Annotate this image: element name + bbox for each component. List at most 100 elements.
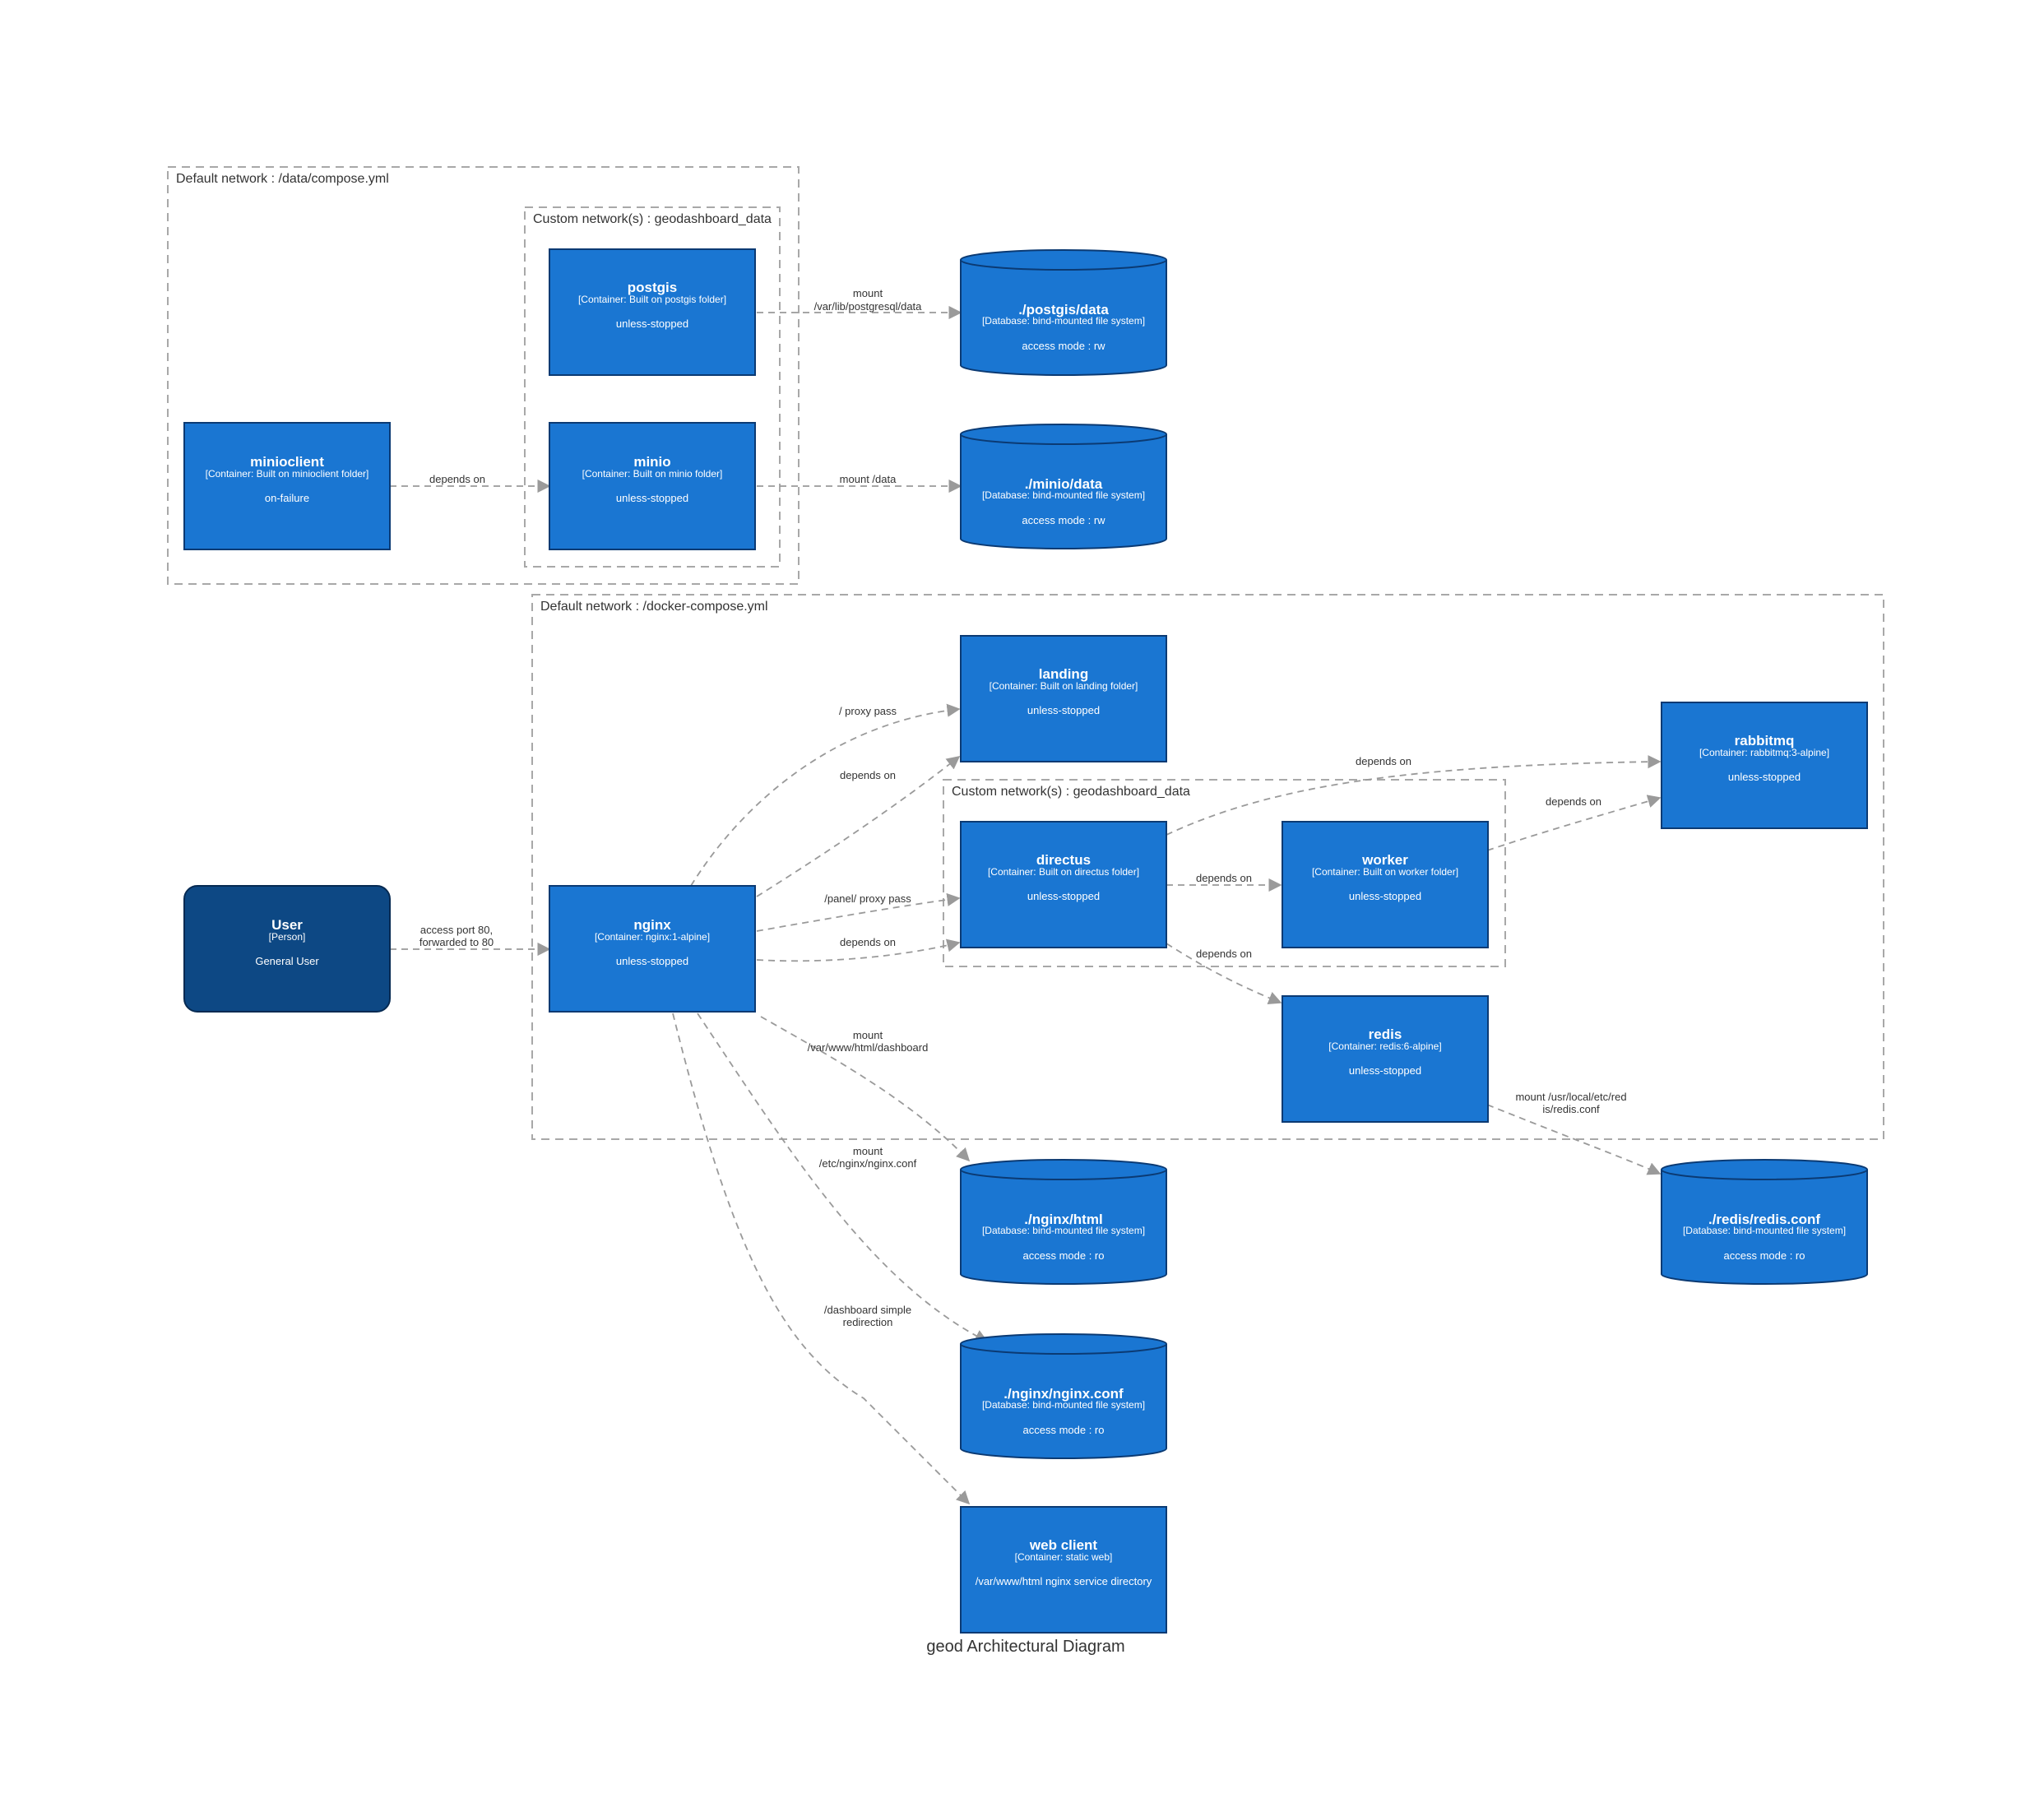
node-title: ./redis/redis.conf xyxy=(1708,1212,1820,1227)
node-db-nginx-conf[interactable]: ./nginx/nginx.conf [Database: bind-mount… xyxy=(960,1333,1167,1459)
boundary-data-custom-label: Custom network(s) : geodashboard_data xyxy=(533,212,772,226)
node-type: [Database: bind-mounted file system] xyxy=(1683,1225,1846,1236)
edge-label-line-1: depends on xyxy=(1196,948,1252,960)
node-type: [Container: Built on directus folder] xyxy=(988,866,1139,878)
diagram-caption: geod Architectural Diagram xyxy=(926,1638,1124,1656)
node-worker[interactable]: worker [Container: Built on worker folde… xyxy=(1282,821,1489,948)
node-landing[interactable]: landing [Container: Built on landing fol… xyxy=(960,635,1167,762)
node-db-minio-data[interactable]: ./minio/data [Database: bind-mounted fil… xyxy=(960,424,1167,549)
node-desc: access mode : ro xyxy=(1724,1249,1805,1262)
node-minioclient[interactable]: minioclient [Container: Built on miniocl… xyxy=(183,422,391,550)
edge-nginx-landing-depends: depends on xyxy=(756,755,961,897)
edge-label-line-1: mount xyxy=(853,1145,883,1157)
node-title: web client xyxy=(1029,1537,1098,1553)
node-db-nginx-html[interactable]: ./nginx/html [Database: bind-mounted fil… xyxy=(960,1159,1167,1285)
node-desc: unless-stopped xyxy=(616,955,688,967)
node-nginx[interactable]: nginx [Container: nginx:1-alpine] unless… xyxy=(549,885,756,1013)
node-desc: /var/www/html nginx service directory xyxy=(976,1575,1152,1587)
node-minio[interactable]: minio [Container: Built on minio folder]… xyxy=(549,422,756,550)
boundary-main-default-label: Default network : /docker-compose.yml xyxy=(540,600,768,614)
edge-nginx-landing-proxy: / proxy pass xyxy=(690,703,961,887)
edge-label-line-1: mount /data xyxy=(840,473,897,485)
node-desc: unless-stopped xyxy=(616,317,688,330)
edge-label-line-2: is/redis.conf xyxy=(1542,1103,1600,1115)
node-web-client[interactable]: web client [Container: static web] /var/… xyxy=(960,1506,1167,1634)
node-type: [Database: bind-mounted file system] xyxy=(982,1225,1145,1236)
node-desc: access mode : ro xyxy=(1023,1249,1105,1262)
node-type: [Database: bind-mounted file system] xyxy=(982,1399,1145,1411)
node-desc: unless-stopped xyxy=(1349,1064,1421,1077)
boundary-data-default-network: Default network : /data/compose.yml xyxy=(167,166,800,585)
node-desc: General User xyxy=(255,955,319,967)
node-rabbitmq[interactable]: rabbitmq [Container: rabbitmq:3-alpine] … xyxy=(1661,702,1868,829)
edge-redis-conf-mount: mount /usr/local/etc/red is/redis.conf xyxy=(1486,1091,1662,1175)
node-redis[interactable]: redis [Container: redis:6-alpine] unless… xyxy=(1282,995,1489,1123)
node-type: [Container: nginx:1-alpine] xyxy=(595,931,710,943)
node-title: landing xyxy=(1039,666,1088,682)
edge-label-line-1: mount xyxy=(853,287,883,299)
edge-directus-worker: depends on xyxy=(1166,872,1282,892)
edge-label-line-1: / proxy pass xyxy=(839,705,897,717)
node-type: [Container: Built on worker folder] xyxy=(1312,866,1458,878)
node-type: [Container: rabbitmq:3-alpine] xyxy=(1699,747,1829,758)
node-desc: unless-stopped xyxy=(1728,771,1801,783)
edge-label-line-1: mount /usr/local/etc/red xyxy=(1515,1091,1626,1103)
node-db-postgis-data[interactable]: ./postgis/data [Database: bind-mounted f… xyxy=(960,249,1167,376)
edge-nginx-directus-depends: depends on xyxy=(756,936,961,962)
node-title: rabbitmq xyxy=(1735,733,1795,748)
node-title: worker xyxy=(1361,852,1408,868)
node-title: User xyxy=(271,917,303,933)
node-title: redis xyxy=(1369,1026,1402,1042)
node-db-redis-conf[interactable]: ./redis/redis.conf [Database: bind-mount… xyxy=(1661,1159,1868,1285)
node-user[interactable]: User [Person] General User xyxy=(183,885,391,1013)
node-desc: on-failure xyxy=(265,492,309,504)
boundary-main-default-network: Default network : /docker-compose.yml xyxy=(531,594,1884,1140)
edge-postgis-mount: mount /var/lib/postgresql/data xyxy=(757,287,962,320)
node-desc: access mode : rw xyxy=(1022,514,1105,526)
node-title: ./postgis/data xyxy=(1018,302,1109,317)
node-desc: unless-stopped xyxy=(1027,704,1100,716)
edge-user-nginx: access port 80, forwarded to 80 xyxy=(390,924,551,957)
edge-label-line-2: redirection xyxy=(843,1316,893,1328)
node-desc: unless-stopped xyxy=(1027,890,1100,902)
node-title: minio xyxy=(633,454,670,470)
node-type: [Database: bind-mounted file system] xyxy=(982,315,1145,327)
node-title: ./nginx/html xyxy=(1024,1212,1102,1227)
edge-label-line-1: mount xyxy=(853,1029,883,1041)
node-desc: access mode : ro xyxy=(1023,1424,1105,1436)
edge-nginx-webclient: /dashboard simple redirection xyxy=(672,1013,971,1505)
boundary-main-custom-label: Custom network(s) : geodashboard_data xyxy=(952,785,1190,799)
node-title: postgis xyxy=(628,280,677,295)
boundary-data-custom-network: Custom network(s) : geodashboard_data xyxy=(524,206,781,568)
edge-label-line-1: depends on xyxy=(1196,872,1252,884)
edge-label-line-1: depends on xyxy=(429,473,485,485)
node-directus[interactable]: directus [Container: Built on directus f… xyxy=(960,821,1167,948)
edge-minio-mount: mount /data xyxy=(757,473,962,494)
node-type: [Container: Built on minio folder] xyxy=(582,468,723,480)
node-desc: unless-stopped xyxy=(1349,890,1421,902)
node-desc: access mode : rw xyxy=(1022,340,1105,352)
node-title: ./nginx/nginx.conf xyxy=(1003,1386,1124,1402)
edge-label-line-1: depends on xyxy=(1546,795,1601,808)
edge-label-line-2: /var/www/html/dashboard xyxy=(808,1041,929,1054)
edge-label-line-1: depends on xyxy=(840,936,896,948)
node-type: [Container: Built on postgis folder] xyxy=(578,294,726,305)
node-type: [Container: redis:6-alpine] xyxy=(1328,1040,1441,1052)
node-postgis[interactable]: postgis [Container: Built on postgis fol… xyxy=(549,248,756,376)
edge-nginx-directus-proxy: /panel/ proxy pass xyxy=(756,892,961,932)
node-type: [Container: Built on minioclient folder] xyxy=(206,468,369,480)
node-title: minioclient xyxy=(250,454,324,470)
node-type: [Container: Built on landing folder] xyxy=(990,680,1138,692)
edge-label-line-2: /var/lib/postgresql/data xyxy=(814,300,923,313)
edge-label-line-1: /dashboard simple xyxy=(824,1304,911,1316)
edge-nginx-html-mount: mount /var/www/html/dashboard xyxy=(760,1016,971,1162)
edge-label-line-2: /etc/nginx/nginx.conf xyxy=(819,1157,917,1170)
node-type: [Database: bind-mounted file system] xyxy=(982,489,1145,501)
node-type: [Container: static web] xyxy=(1015,1551,1113,1563)
node-desc: unless-stopped xyxy=(616,492,688,504)
node-title: directus xyxy=(1036,852,1091,868)
edge-label-line-1: depends on xyxy=(840,769,896,781)
node-title: ./minio/data xyxy=(1025,476,1103,492)
boundary-main-custom-network: Custom network(s) : geodashboard_data xyxy=(943,779,1506,967)
